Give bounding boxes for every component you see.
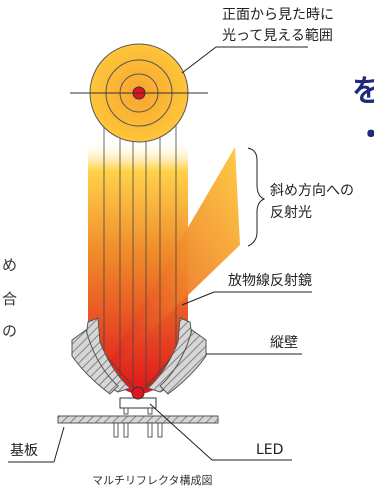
label-substrate: 基板 xyxy=(10,443,38,459)
clipped-body-fragment-3: の xyxy=(2,322,18,340)
label-led: LED xyxy=(256,442,284,458)
vertical-beam xyxy=(88,140,188,393)
oblique-reflected-light xyxy=(100,147,240,380)
led-package xyxy=(119,386,157,415)
front-view-disc xyxy=(70,43,208,143)
label-front-view-range-line1: 正面から見た時に xyxy=(222,7,334,23)
label-front-view-range-line2: 光って見える範囲 xyxy=(222,28,333,44)
diagram-caption: マルチリフレクタ構成図 xyxy=(92,474,213,487)
substrate-board xyxy=(57,415,219,438)
label-vertical-wall: 縦壁 xyxy=(270,335,298,351)
leader-lines xyxy=(8,46,312,463)
clipped-body-fragment-2: 合 xyxy=(2,290,18,308)
label-oblique-reflection-line2: 反射光 xyxy=(270,205,312,221)
clipped-heading-fragment-2: ・ xyxy=(356,110,374,154)
reflector-walls xyxy=(71,317,207,395)
label-oblique-reflection-line1: 斜め方向への xyxy=(270,183,354,199)
label-parabolic-reflector: 放物線反射鏡 xyxy=(228,273,312,289)
ray-lines xyxy=(91,94,191,393)
clipped-body-fragment-1: め xyxy=(2,256,18,274)
clipped-heading-fragment-1: を xyxy=(352,74,374,109)
